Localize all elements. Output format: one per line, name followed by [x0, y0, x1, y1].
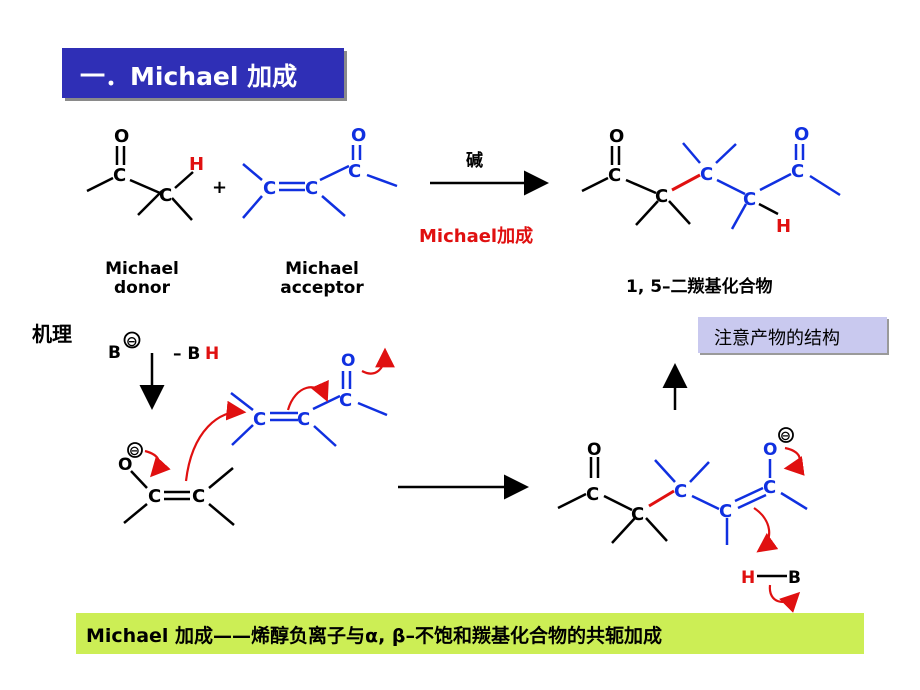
intermediate-charge-sign: ⊖ [780, 429, 791, 444]
acceptor-label-line2: acceptor [280, 278, 364, 298]
base-b-atom: B [108, 343, 121, 363]
intermediate-c4-atom: C [719, 501, 732, 522]
acceptor-alpha-c-atom: C [305, 178, 318, 199]
base-charge-circle [123, 331, 141, 349]
page-title: 一．Michael 加成 [80, 62, 298, 91]
intermediate-c3-atom: C [674, 481, 687, 502]
carbonyl-push-arrow [361, 347, 395, 375]
reaction-name-label: Michael加成 [419, 226, 534, 247]
summary-text: Michael 加成——烯醇负离子与α, β–不饱和羰基化合物的共轭加成 [86, 625, 663, 647]
acceptor-label-line1: Michael [285, 259, 359, 279]
mech-acceptor-carbonyl-c: C [339, 390, 352, 411]
mech-acceptor-alpha-c: C [297, 409, 310, 430]
enolate-structure [123, 467, 235, 526]
donor-structure [86, 146, 194, 221]
protonation-arrow [753, 507, 779, 553]
summary-bar: Michael 加成——烯醇负离子与α, β–不饱和羰基化合物的共轭加成 [76, 613, 864, 654]
acceptor-label: Michael acceptor [266, 260, 378, 298]
donor-alpha-c-atom: C [159, 185, 172, 206]
hb-release-arrow [768, 584, 801, 613]
product-c5-atom: C [791, 161, 804, 182]
product-h-atom: H [776, 216, 791, 237]
enolate-push-arrow [144, 449, 171, 478]
acceptor-carbonyl-c-atom: C [348, 161, 361, 182]
intermediate-structure [557, 457, 808, 545]
mech-acceptor-structure [230, 371, 388, 447]
acceptor-o-atom: O [351, 125, 366, 146]
byproduct-b-label: – B [173, 344, 200, 364]
plus-sign: + [212, 177, 227, 198]
intermediate-o1-atom: O [587, 440, 601, 460]
note-box: 注意产物的结构 [698, 317, 887, 353]
acceptor-structure [242, 145, 398, 219]
product-o2-atom: O [794, 124, 809, 145]
enolate-c2-atom: C [192, 486, 205, 507]
donor-label-line1: Michael [105, 259, 179, 279]
enolate-c1-atom: C [148, 486, 161, 507]
byproduct-h-label: H [205, 344, 219, 364]
note-text: 注意产物的结构 [714, 328, 840, 349]
donor-alpha-h-atom: H [189, 154, 204, 175]
attack-arrow [184, 400, 247, 482]
donor-label: Michael donor [96, 260, 188, 298]
base-reagent-label: 碱 [466, 151, 483, 171]
product-c1-atom: C [608, 165, 621, 186]
product-c2-atom: C [655, 186, 668, 207]
product-c4-atom: C [743, 189, 756, 210]
base-charge-sign: ⊖ [126, 334, 138, 350]
intermediate-c1-atom: C [586, 484, 599, 505]
donor-label-line2: donor [113, 278, 170, 298]
enolate-charge-circle [127, 442, 143, 458]
intermediate-c2-atom: C [631, 504, 644, 525]
acceptor-beta-c-atom: C [263, 178, 276, 199]
enolate-reform-arrow [783, 446, 805, 476]
intermediate-o2-atom: O [763, 440, 777, 460]
product-o1-atom: O [609, 126, 624, 147]
intermediate-charge-circle [778, 427, 794, 443]
hb-h-atom: H [741, 568, 755, 588]
title-banner: 一．Michael 加成 [62, 48, 344, 98]
intermediate-c5-atom: C [763, 477, 776, 498]
enolate-o-atom: O [118, 455, 132, 475]
mechanism-label: 机理 [32, 322, 72, 346]
hb-b-atom: B [788, 568, 801, 588]
donor-o-atom: O [114, 126, 129, 147]
donor-carbonyl-c-atom: C [113, 165, 126, 186]
pi-shift-arrow [286, 379, 329, 411]
mech-acceptor-o-atom: O [341, 351, 355, 371]
product-name-label: 1, 5–二羰基化合物 [626, 277, 773, 297]
mech-acceptor-beta-c: C [253, 409, 266, 430]
product-structure [581, 142, 841, 230]
product-c3-atom: C [700, 164, 713, 185]
enolate-charge-sign: ⊖ [129, 444, 140, 459]
